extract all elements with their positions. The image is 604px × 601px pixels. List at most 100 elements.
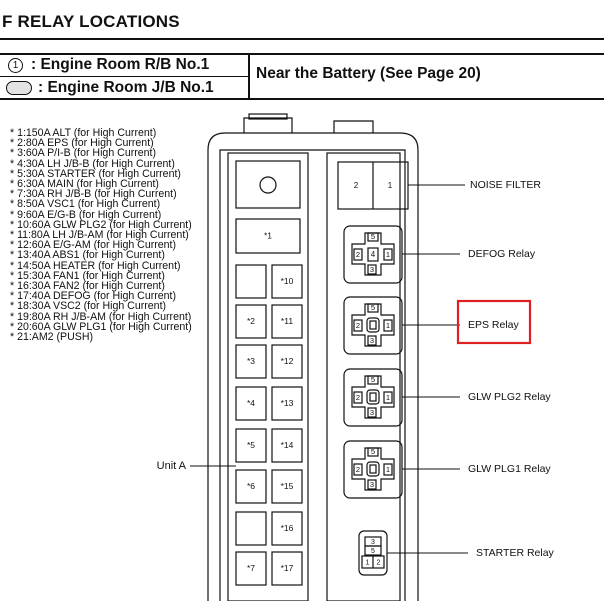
title-rule [0,38,604,40]
fuse-cell-label: *15 [281,481,294,491]
relay-label: GLW PLG2 Relay [468,391,551,403]
fuse-list-item: * 15:30A FAN1 (for High Current) [10,269,165,282]
starter-relay-label: STARTER Relay [476,547,555,559]
fuse-list-item: * 12:60A E/G-AM (for High Current) [10,239,177,252]
relay-pin-label: 5 [371,375,375,384]
fuse-list-item: * 18:30A VSC2 (for High Current) [10,300,167,313]
fuse-cell: *11 [271,304,303,339]
legend-row-jb: : Engine Room J/B No.1 [6,77,214,99]
relay-pin-label: 1 [386,321,390,330]
fuse-list: * 1:150A ALT (for High Current)* 2:80A E… [10,127,210,344]
fuse-cell: *14 [271,428,303,463]
relay-symbol: 5 2 1 3 [343,368,403,427]
noise-filter-pin: 1 [388,181,393,190]
fuse-cell: *2 [235,304,267,339]
fuse-list-item: * 20:60A GLW PLG1 (for High Current) [10,320,192,333]
legend-top-rule [0,53,604,55]
starter-pin-label: 3 [371,539,375,546]
unit-a-block [227,152,309,601]
fuse-top-circle-icon [259,176,277,194]
unit-a-label: Unit A [157,460,187,472]
fuse-cell: *1 [235,218,301,254]
fuse-list-item: * 5:30A STARTER (for High Current) [10,167,181,180]
legend-jb-label: : Engine Room J/B No.1 [38,79,214,96]
fuse-list-item: * 4:30A LH J/B-B (for High Current) [10,157,175,170]
fuse-list-item: * 6:30A MAIN (for High Current) [10,178,159,191]
relay-pin-label: 2 [356,321,360,330]
fuse-list-item: * 17:40A DEFOG (for High Current) [10,290,177,303]
relay-pin-label: 5 [371,447,375,456]
fuse-cell-label: *17 [281,563,294,573]
fuse-cell-label: *10 [281,276,294,286]
fuse-cell: *16 [271,511,303,546]
page-title: F RELAY LOCATIONS [2,12,180,31]
fuse-list-item: * 7:30A RH J/B-B (for High Current) [10,188,177,201]
starter-pin-label: 2 [377,559,381,566]
fuse-cell: *4 [235,386,267,421]
fuse-cell [235,264,267,299]
fuse-list-item: * 3:60A P/I-B (for High Current) [10,147,157,160]
fuse-cell-label: *3 [247,356,255,366]
fuse-cell-label: *11 [281,316,293,326]
top-tab-left [243,117,293,133]
fuse-list-item: * 11:80A LH J/B-AM (for High Current) [10,229,189,242]
housing-inner [219,149,406,601]
relay-label: DEFOG Relay [468,248,536,260]
fuse-cell: *10 [271,264,303,299]
relay-label: GLW PLG1 Relay [468,463,551,475]
fuse-cell-label: *16 [281,523,294,533]
fuse-list-item: * 16:30A FAN2 (for High Current) [10,280,165,293]
legend-location: Near the Battery (See Page 20) [256,65,481,82]
eps-relay-highlight [456,299,532,345]
fuse-cell [235,511,267,546]
fuse-cell-label: *5 [247,440,255,450]
fuse-cell-label: *1 [264,230,272,240]
relay-pin-label: 3 [370,265,374,274]
legend-row-divider [0,76,248,77]
relay-pin-label: 3 [370,336,374,345]
fuse-cell: *3 [235,344,267,379]
noise-filter-pin: 2 [354,181,359,190]
relay-pin-label: 5 [371,232,375,241]
fuse-cell: *5 [235,428,267,463]
relay-pin-label: 1 [386,465,390,474]
top-tab-right [333,120,374,133]
fuse-list-item: * 8:50A VSC1 (for High Current) [10,198,161,211]
fuse-cell-label: *12 [281,356,294,366]
fuse-list-item: * 10:60A GLW PLG2 (for High Current) [10,218,192,231]
relay-pin-label: 1 [386,393,390,402]
relay-pin-label: 1 [386,250,390,259]
relay-pin-label: 3 [370,408,374,417]
legend-rb-label: : Engine Room R/B No.1 [31,56,210,73]
fuse-cell-label: *13 [281,398,294,408]
noise-filter-label: NOISE FILTER [470,179,541,191]
fuse-list-item: * 21:AM2 (PUSH) [10,331,94,344]
fuse-list-item: * 1:150A ALT (for High Current) [10,127,157,139]
housing-outer [207,132,419,601]
starter-pin-label: 1 [366,559,370,566]
legend-row-rb: 1 : Engine Room R/B No.1 [6,54,209,76]
fuse-list-item: * 9:60A E/G-B (for High Current) [10,208,162,221]
relay-pin-label: 2 [356,393,360,402]
fuse-cell: *15 [271,469,303,504]
relay-block [326,152,401,601]
starter-pin-label: 5 [371,548,375,555]
fuse-cell-label: *4 [247,398,255,408]
fuse-top-square [235,160,301,209]
top-tab-left-cap [248,113,288,120]
fuse-list-item: * 14:50A HEATER (for High Current) [10,259,181,272]
fuse-list-item: * 19:80A RH J/B-AM (for High Current) [10,310,192,323]
fuse-cell-label: *2 [247,316,255,326]
fuse-list-item: * 2:80A EPS (for High Current) [10,137,154,150]
relay-pin-label: 4 [371,250,376,259]
fuse-list-item: * 13:40A ABS1 (for High Current) [10,249,165,262]
relay-pin-label: 3 [370,480,374,489]
fuse-cell: *17 [271,551,303,586]
fuse-cell-label: *14 [281,440,294,450]
